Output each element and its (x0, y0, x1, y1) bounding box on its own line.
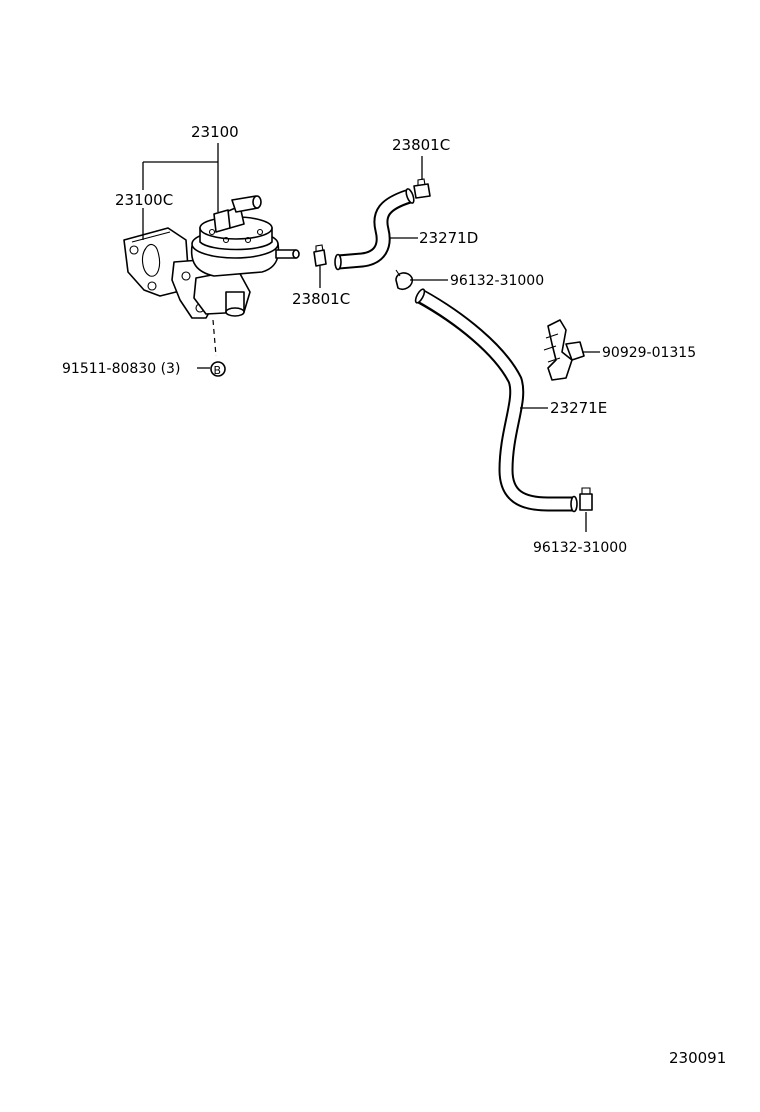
clip-left[interactable] (313, 244, 327, 267)
label-clamp-mid: 96132-31000 (450, 273, 544, 289)
label-clip-left: 23801C (292, 290, 350, 308)
clip-top[interactable] (413, 178, 431, 199)
clamp-mid[interactable] (395, 269, 414, 291)
label-gasket: 23100C (115, 191, 173, 209)
clamp-bracket[interactable] (543, 319, 585, 381)
label-clamp-bottom: 96132-31000 (533, 540, 627, 556)
hose-lower[interactable] (414, 288, 578, 513)
label-pump: 23100 (191, 123, 239, 141)
hose-upper[interactable] (334, 188, 415, 271)
svg-text:B: B (214, 364, 222, 377)
label-clip-top: 23801C (392, 136, 450, 154)
label-hose-lower: 23271E (550, 399, 607, 417)
label-clamp-bracket: 90929-01315 (602, 345, 696, 361)
nut-symbol[interactable]: B (210, 361, 226, 377)
page-number: 230091 (669, 1049, 726, 1067)
fuel-pump[interactable] (123, 195, 300, 319)
clamp-bottom[interactable] (579, 487, 593, 511)
label-hose-upper: 23271D (419, 229, 478, 247)
label-nut: 91511-80830 (3) (62, 361, 180, 377)
